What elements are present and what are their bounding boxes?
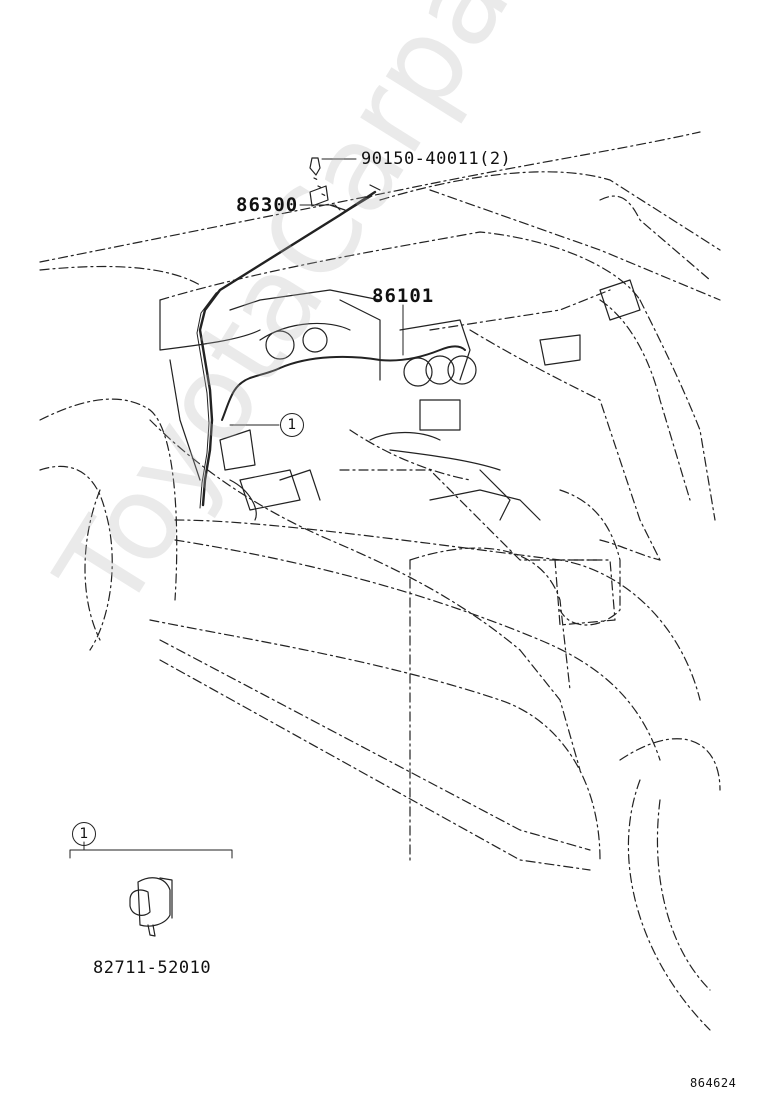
figure-id: 864624	[690, 1076, 737, 1090]
dashboard-details	[159, 279, 641, 521]
callout-antenna-cord: 86101	[372, 285, 435, 307]
ref-marker-inset: 1	[72, 822, 96, 846]
antenna-cable	[196, 190, 377, 509]
antenna-cord	[221, 345, 466, 421]
callout-screw: 90150-40011(2)	[361, 149, 512, 169]
leader-lines	[69, 158, 404, 859]
body-outline-dashed	[39, 131, 721, 1031]
ref-marker-on-diagram: 1	[280, 413, 304, 437]
connector-part-illustration	[129, 877, 173, 937]
callout-connector-part: 82711-52010	[93, 958, 212, 978]
callout-antenna-assembly: 86300	[236, 194, 299, 216]
